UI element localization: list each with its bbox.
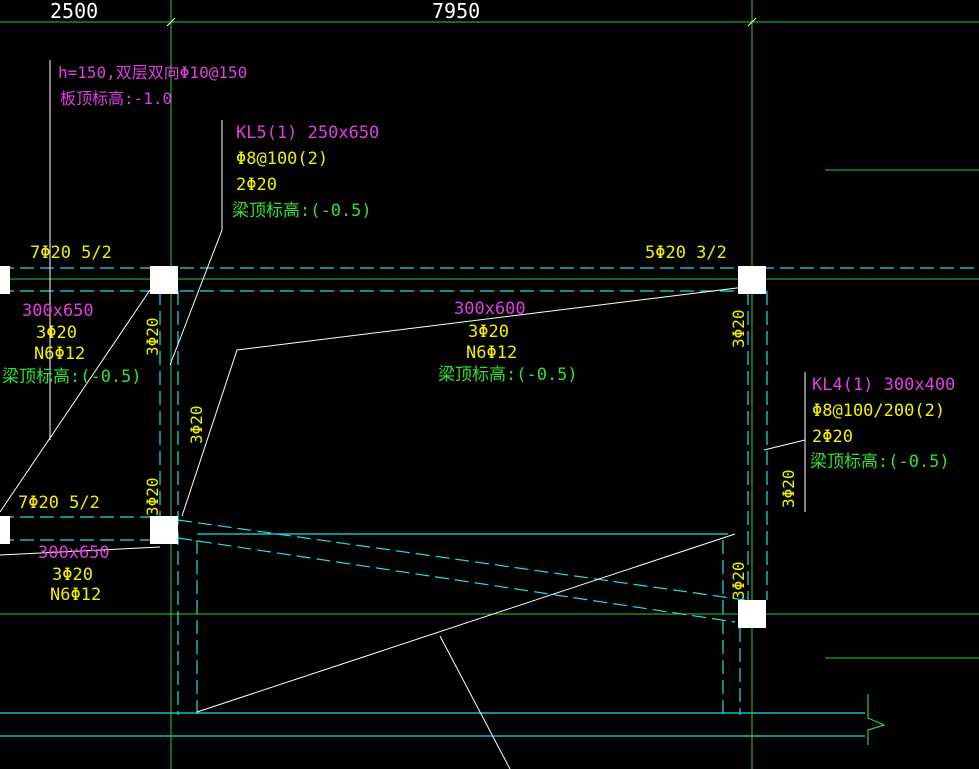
slab-note-line2: 板顶标高:-1.0 [60, 89, 172, 108]
left-upper-beam-elev: 梁顶标高:(-0.5) [2, 367, 142, 387]
left-upper-beam-bottom: 3Φ20 [36, 323, 77, 343]
top-beam-leader [181, 286, 746, 517]
column-bottom-right [738, 600, 766, 628]
break-symbol [867, 694, 886, 745]
top-beam-bottom: 3Φ20 [468, 322, 509, 342]
dimension-text: 2500 7950 [50, 0, 480, 23]
left-lower-beam-labels: 7Φ20 5/2 300x650 3Φ20 N6Φ12 [18, 493, 110, 605]
left-lower-beam-size: 300x650 [38, 543, 110, 563]
top-beam-size: 300x600 [454, 299, 526, 319]
left-upper-beam-labels: 300x650 3Φ20 N6Φ12 梁顶标高:(-0.5) [2, 301, 142, 387]
right-col-lower-label: 3Φ20 [729, 561, 748, 600]
kl4-title: KL4(1) 300x400 [812, 375, 955, 395]
left-col-upper-label: 3Φ20 [143, 317, 162, 356]
column-top-right [738, 266, 766, 294]
left-upper-beam-torsion: N6Φ12 [34, 344, 85, 364]
leader-lines [0, 60, 806, 769]
kl4-label: KL4(1) 300x400 Φ8@100/200(2) 2Φ20 梁顶标高:(… [810, 375, 955, 472]
dimension-ticks [166, 17, 757, 27]
column-mid-left [150, 516, 178, 544]
slab-note-line1: h=150,双层双向Φ10@150 [58, 63, 247, 82]
kl5-top-bars: 2Φ20 [236, 175, 277, 195]
diagonal-beam-2 [177, 537, 736, 623]
left-lower-beam-bottom: 3Φ20 [52, 565, 93, 585]
kl5-title: KL5(1) 250x650 [236, 123, 379, 143]
left-upper-beam-size: 300x650 [22, 301, 94, 321]
slab-note: h=150,双层双向Φ10@150 板顶标高:-1.0 [58, 63, 247, 108]
left-lower-leader [0, 546, 161, 556]
dimension-right: 7950 [432, 0, 480, 23]
column-edge-mid [0, 516, 10, 544]
diagonal-leader [196, 533, 736, 713]
kl4-top-bars: 2Φ20 [812, 427, 853, 447]
top-beam-left-support: 7Φ20 5/2 [30, 243, 112, 263]
kl4-leader [763, 439, 806, 451]
diagonal-beam-1 [177, 519, 746, 601]
top-beam-elev: 梁顶标高:(-0.5) [438, 365, 578, 385]
right-col-upper-label: 3Φ20 [729, 309, 748, 348]
beams [0, 267, 979, 737]
top-beam-labels: 7Φ20 5/2 5Φ20 3/2 300x600 3Φ20 N6Φ12 梁顶标… [30, 243, 727, 385]
left-lower-beam-torsion: N6Φ12 [50, 585, 101, 605]
left-beam-leader [0, 289, 151, 513]
top-beam-torsion: N6Φ12 [466, 343, 517, 363]
right-col-mid-label: 3Φ20 [779, 469, 798, 508]
column-top-left [150, 266, 178, 294]
top-beam-right-support: 5Φ20 3/2 [645, 243, 727, 263]
kl5-label: KL5(1) 250x650 Φ8@100(2) 2Φ20 梁顶标高:(-0.5… [232, 123, 379, 221]
kl4-elev: 梁顶标高:(-0.5) [810, 452, 950, 472]
bottom-leader [439, 635, 511, 769]
left-lower-beam-support: 7Φ20 5/2 [18, 493, 100, 513]
left-col-lower-label: 3Φ20 [143, 477, 162, 516]
kl5-elev: 梁顶标高:(-0.5) [232, 201, 372, 221]
kl5-leader [169, 120, 223, 366]
kl5-stirrup: Φ8@100(2) [236, 149, 328, 169]
vertical-labels: 3Φ20 3Φ20 3Φ20 3Φ20 3Φ20 3Φ20 [143, 309, 798, 600]
kl4-stirrup: Φ8@100/200(2) [812, 401, 945, 421]
dimension-left: 2500 [50, 0, 98, 23]
columns [0, 266, 766, 628]
left-col-mid-label: 3Φ20 [187, 405, 206, 444]
column-edge-top [0, 266, 10, 294]
